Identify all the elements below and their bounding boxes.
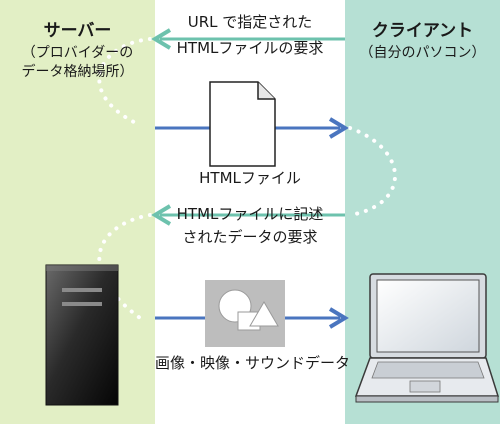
server-tower-icon [45,264,119,406]
html-file-label: HTMLファイル [199,169,301,187]
request-arrow-2 [151,204,345,226]
dotted-path-client-top [348,126,397,217]
data-request-label-line2: されたデータの要求 [182,228,318,246]
shapes-media-icon [205,280,285,347]
client-subtitle: （自分のパソコン） [359,45,486,61]
document-icon [209,81,276,167]
server-subtitle-line1: （プロバイダーの [21,45,134,61]
client-title: クライアント [371,21,474,41]
request-label-line1: URL で指定された [187,13,313,31]
laptop-icon [354,273,500,403]
media-data-label: 画像・映像・サウンドデータ [155,354,351,372]
dotted-path-server-top [97,37,152,127]
request-arrow-1 [151,28,345,50]
dotted-path-server-mid [97,213,152,320]
server-title: サーバー [43,21,112,41]
server-subtitle-line2: データ格納場所） [21,64,134,80]
request-label-line2: HTMLファイルの要求 [176,39,324,57]
dotted-connectors [97,37,397,320]
data-request-label-line1: HTMLファイルに記述 [176,205,324,223]
